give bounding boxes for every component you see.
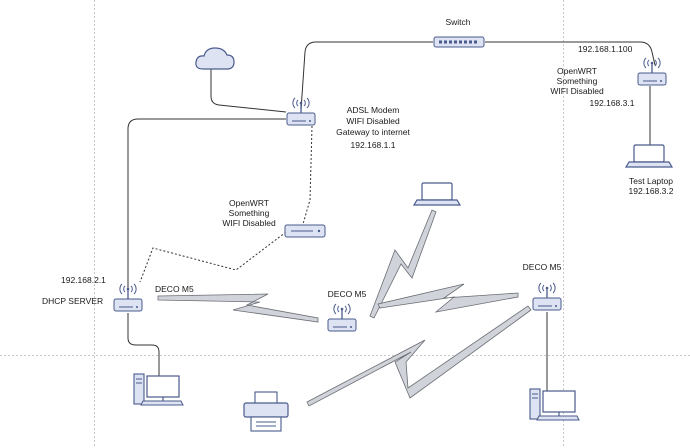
wireless-links	[157, 209, 532, 407]
link-cloud-modem	[210, 68, 287, 113]
openwrt-top-line3: WIFI Disabled	[550, 86, 604, 96]
adsl-line1: ADSL Modem	[346, 105, 400, 115]
adsl-ip: 192.168.1.1	[350, 140, 396, 150]
openwrt-top-router-icon	[637, 57, 667, 86]
laptop-icon	[413, 182, 461, 206]
switch-ip-label: 192.168.1.100	[578, 44, 633, 54]
link-switch-openwrt	[485, 41, 656, 66]
cloud-icon	[195, 47, 235, 70]
deco-right-label: DECO M5	[522, 262, 562, 272]
switch-label: Switch	[445, 17, 471, 27]
openwrt-top-line1: OpenWRT	[557, 66, 597, 76]
wireless-bolt-icon	[369, 209, 437, 319]
link-server-desktop	[127, 313, 160, 376]
wired-links	[127, 41, 656, 392]
wireless-bolt-icon	[377, 283, 519, 313]
switch-icon	[433, 36, 485, 48]
dhcp-server-label: DHCP SERVER	[42, 296, 104, 306]
deco-right-router-icon	[532, 282, 562, 311]
link-modem-openwrt-mid	[302, 125, 313, 225]
openwrt-top-ip: 192.168.3.1	[589, 98, 635, 108]
adsl-line3: Gateway to internet	[336, 127, 410, 137]
deco-left-label: DECO M5	[155, 284, 194, 294]
server-ip-label: 192.168.2.1	[61, 275, 106, 285]
link-openwrt-mid-server	[139, 231, 287, 283]
wireless-bolt-icon	[306, 305, 532, 407]
openwrt-mid-line3: WIFI Disabled	[222, 218, 276, 228]
adsl-line2: WIFI Disabled	[346, 116, 400, 126]
openwrt-mid-line1: OpenWRT	[229, 198, 269, 208]
adsl-modem-router-icon	[286, 97, 316, 126]
desktop-icon	[529, 388, 580, 421]
deco-left-router-icon	[113, 283, 143, 312]
test-laptop-label: Test Laptop	[629, 176, 673, 186]
wireless-bolt-icon	[157, 293, 319, 323]
test-laptop-icon	[625, 144, 673, 168]
desktop-icon	[133, 373, 184, 406]
openwrt-mid-line2: Something	[228, 208, 270, 218]
deco-center-router-icon	[327, 303, 357, 332]
printer-icon	[243, 391, 289, 432]
openwrt-top-line2: Something	[556, 76, 598, 86]
openwrt-mid-router-icon	[284, 224, 326, 238]
test-laptop-ip: 192.168.3.2	[628, 186, 674, 196]
link-modem-server	[127, 118, 286, 297]
link-modem-switch	[300, 41, 433, 111]
deco-center-label: DECO M5	[327, 289, 367, 299]
